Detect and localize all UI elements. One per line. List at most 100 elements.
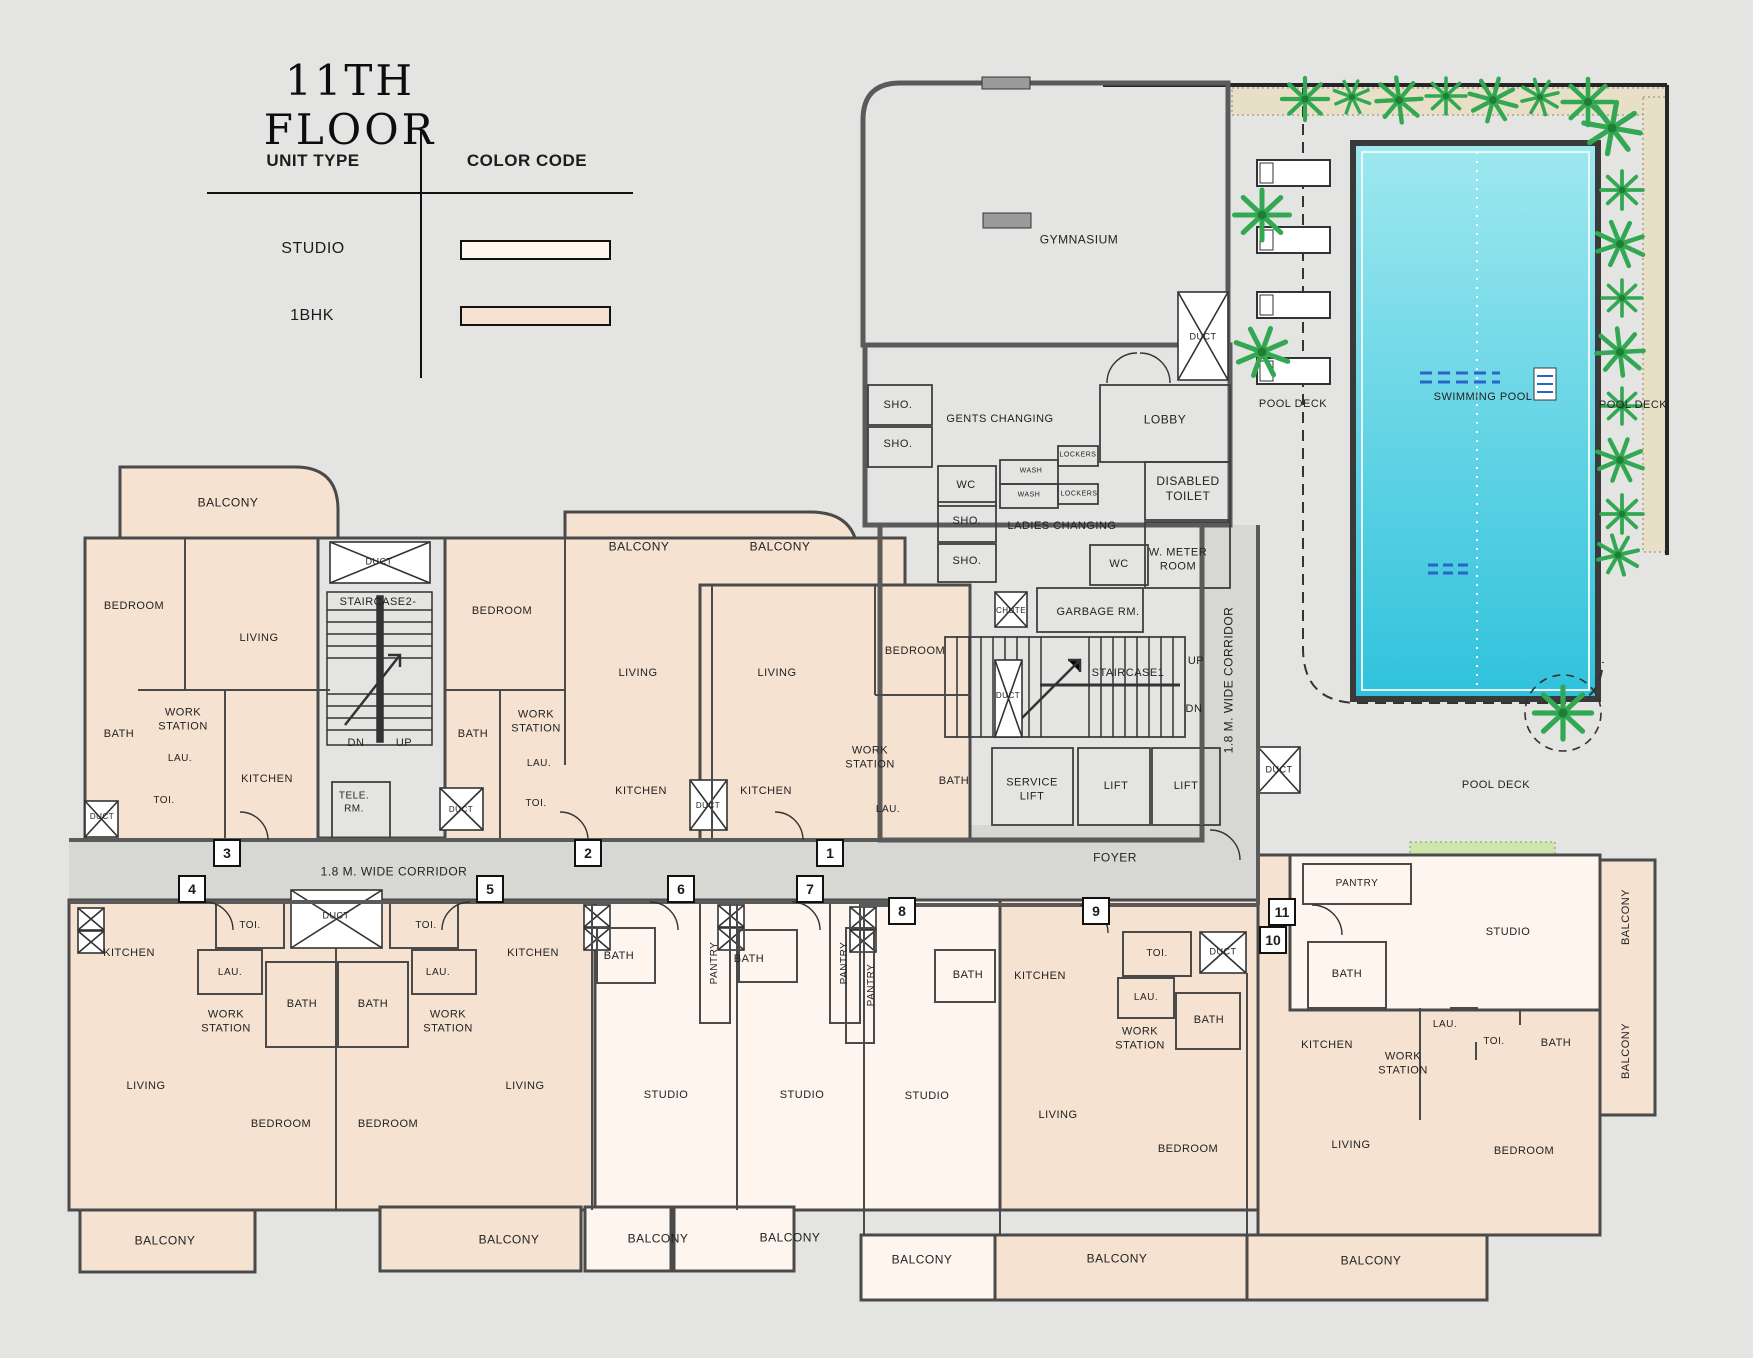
1-8-m-wide-corridor-label: 1.8 M. WIDE CORRIDOR [320, 864, 468, 879]
lau-label: LAU. [875, 803, 901, 815]
pantry-label: PANTRY [1335, 877, 1379, 889]
duct-label: DUCT [89, 812, 115, 821]
page-title: 11TH FLOOR [263, 56, 437, 154]
lau-label: LAU. [167, 752, 193, 764]
bath-label: BATH [286, 998, 318, 1011]
living-label: LIVING [618, 667, 658, 680]
studio-label: STUDIO [904, 1090, 950, 1103]
bath-label: BATH [603, 950, 635, 963]
garbage-rm-label: GARBAGE RM. [1056, 606, 1140, 619]
bath-label: BATH [103, 728, 135, 741]
bedroom-label: BEDROOM [250, 1118, 312, 1131]
kitchen-label: KITCHEN [1301, 1039, 1353, 1052]
studio-color-swatch [460, 240, 611, 260]
bedroom-label: BEDROOM [884, 645, 946, 658]
studio-label: STUDIO [779, 1089, 825, 1102]
balcony-label: BALCONY [759, 1230, 821, 1245]
gym-fixtures [981, 76, 1032, 229]
amenity-rooms [331, 384, 1231, 839]
work-station-label: WORK STATION [1115, 1025, 1165, 1051]
ladies-changing-label: LADIES CHANGING [1007, 520, 1117, 533]
pool-deck-label: POOL DECK [1461, 779, 1531, 792]
toi-label: TOI. [1146, 947, 1168, 959]
living-label: LIVING [1331, 1139, 1371, 1152]
legend-col-color-code: COLOR CODE [466, 151, 588, 170]
living-label: LIVING [126, 1080, 166, 1093]
unit-number-badge: 8 [888, 897, 916, 925]
sho-label: SHO. [883, 399, 913, 412]
unit-number-badge: 10 [1259, 926, 1287, 954]
swimming-pool [1350, 140, 1601, 702]
wc-label: WC [1109, 558, 1129, 571]
lau-label: LAU. [1133, 991, 1159, 1003]
lockers-label: LOCKERS [1060, 490, 1098, 498]
sho-label: SHO. [883, 438, 913, 451]
unit-number-badge: 7 [796, 875, 824, 903]
bedroom-label: BEDROOM [1157, 1143, 1219, 1156]
toi-label: TOI. [1483, 1035, 1505, 1047]
balcony-label: BALCONY [891, 1252, 953, 1267]
toi-label: TOI. [239, 919, 261, 931]
bath-label: BATH [457, 728, 489, 741]
kitchen-label: KITCHEN [740, 785, 792, 798]
balcony-label: BALCONY [749, 539, 811, 554]
pantry-label: PANTRY [865, 963, 877, 1007]
disabled-toilet-label: DISABLED TOILET [1156, 474, 1220, 503]
bath-label: BATH [1331, 968, 1363, 981]
bath-label: BATH [357, 998, 389, 1011]
lift-label: LIFT [1173, 780, 1199, 793]
toi-label: TOI. [525, 797, 547, 809]
bath-label: BATH [952, 969, 984, 982]
wash-label: WASH [1017, 491, 1041, 499]
pantry-label: PANTRY [708, 941, 720, 985]
duct-label: DUCT [1209, 946, 1237, 957]
unit-number-badge: 9 [1082, 897, 1110, 925]
legend-divider-horizontal [207, 192, 633, 194]
w-meter-room-label: W. METER ROOM [1148, 546, 1208, 572]
tele-rm-label: TELE. RM. [338, 790, 370, 815]
duct-label: DUCT [1265, 764, 1293, 775]
unit-number-badge: 2 [574, 839, 602, 867]
work-station-label: WORK STATION [201, 1008, 251, 1034]
duct-label: DUCT [365, 556, 393, 567]
bath-label: BATH [733, 953, 765, 966]
staircase1-label: STAIRCASE1 [1091, 667, 1165, 680]
unit-number-badge: 1 [816, 839, 844, 867]
studio-label: STUDIO [1485, 926, 1531, 939]
work-station-label: WORK STATION [845, 744, 895, 770]
duct-label: DUCT [695, 801, 721, 810]
balcony-label: BALCONY [1620, 1022, 1633, 1080]
balcony-label: BALCONY [1086, 1251, 1148, 1266]
bath-label: BATH [1540, 1037, 1572, 1050]
duct-boxes [77, 291, 1301, 974]
bedroom-label: BEDROOM [103, 600, 165, 613]
service-lift-label: SERVICE LIFT [1006, 776, 1058, 802]
bath-label: BATH [938, 775, 970, 788]
gents-changing-label: GENTS CHANGING [946, 413, 1054, 426]
unit-number-badge: 4 [178, 875, 206, 903]
bedroom-label: BEDROOM [357, 1118, 419, 1131]
up-label: UP [1187, 655, 1205, 668]
living-label: LIVING [239, 632, 279, 645]
balcony-label: BALCONY [1620, 888, 1633, 946]
unit-number-badge: 5 [476, 875, 504, 903]
planter-circle [1524, 674, 1602, 752]
wc-label: WC [956, 479, 976, 492]
balcony-label: BALCONY [608, 539, 670, 554]
legend-col-unit-type: UNIT TYPE [266, 151, 360, 170]
work-station-label: WORK STATION [1378, 1050, 1428, 1076]
bedroom-label: BEDROOM [1493, 1145, 1555, 1158]
duct-label: DUCT [322, 910, 350, 921]
lobby-label: LOBBY [1143, 412, 1187, 427]
up-label: UP [395, 737, 413, 750]
duct-label: DUCT [448, 805, 474, 814]
bath-label: BATH [1193, 1014, 1225, 1027]
1-8-m-wide-corridor-label: 1.8 M. WIDE CORRIDOR [1221, 606, 1236, 754]
studio-label: STUDIO [643, 1089, 689, 1102]
toi-label: TOI. [415, 919, 437, 931]
staircase2-label: STAIRCASE2- [339, 596, 417, 609]
legend-row-1bhk: 1BHK [290, 307, 334, 324]
